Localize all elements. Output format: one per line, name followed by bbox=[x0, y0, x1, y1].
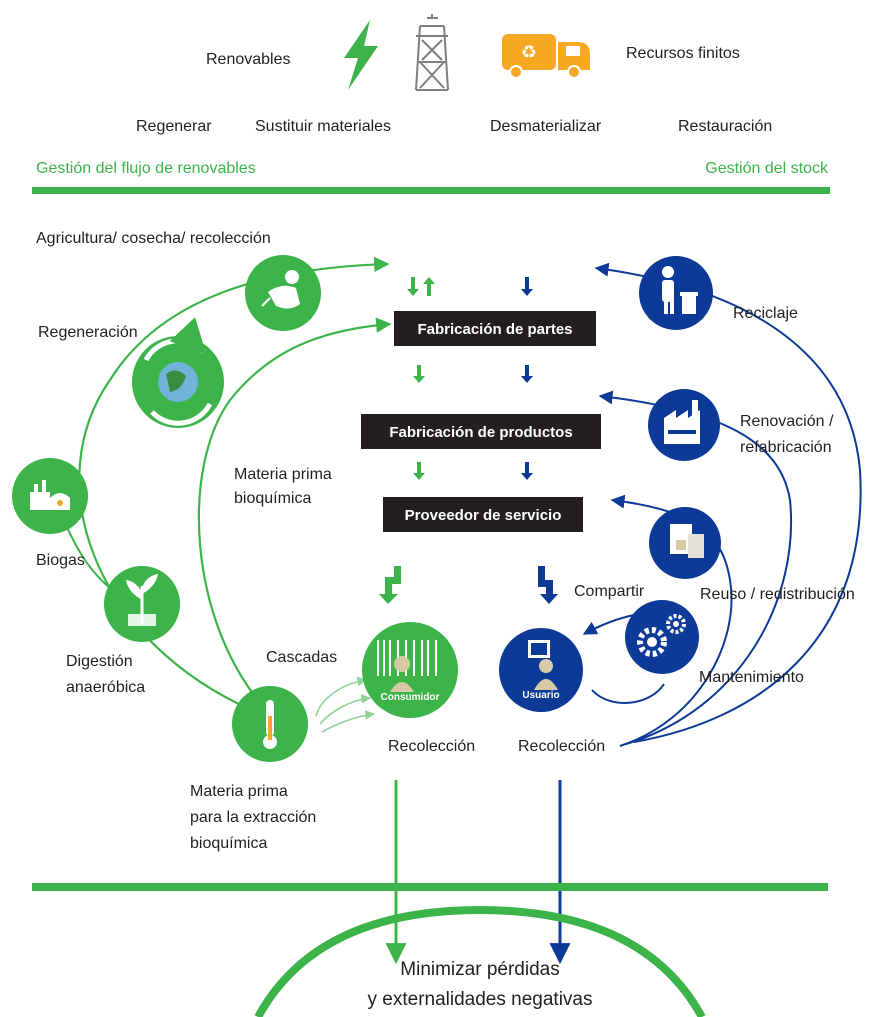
recycling-truck-icon: ♻ bbox=[502, 34, 590, 79]
biogas-plant-icon bbox=[12, 458, 88, 534]
gestion-renovables-label: Gestión del flujo de renovables bbox=[36, 160, 256, 177]
top-divider bbox=[32, 187, 830, 194]
blue-mantenimiento-loop bbox=[591, 683, 665, 704]
materia-extraccion-label-1: Materia prima bbox=[190, 783, 288, 800]
factory-icon bbox=[648, 389, 720, 461]
fabricacion-partes-label: Fabricación de partes bbox=[417, 321, 572, 338]
consumer-barcode-icon: Consumidor bbox=[362, 622, 458, 718]
fabricacion-partes-box: Fabricación de partes bbox=[394, 311, 596, 346]
restauracion-label: Restauración bbox=[678, 118, 772, 135]
reciclaje-label: Reciclaje bbox=[733, 305, 798, 322]
compartir-label: Compartir bbox=[574, 583, 645, 600]
user-computer-icon: Usuario bbox=[499, 628, 583, 712]
usuario-label: Usuario bbox=[522, 690, 559, 701]
renovables-label: Renovables bbox=[206, 51, 291, 68]
renovacion-label-1: Renovación / bbox=[740, 413, 834, 430]
proveedor-servicio-label: Proveedor de servicio bbox=[405, 507, 562, 524]
person-recycling-icon bbox=[639, 256, 713, 330]
materia-prima-bioq-label-2: bioquímica bbox=[234, 490, 311, 507]
green-inner-arc bbox=[197, 317, 392, 706]
mantenimiento-label: Mantenimiento bbox=[699, 669, 804, 686]
blue-outer-arc bbox=[594, 262, 862, 743]
recoleccion-blue-label: Recolección bbox=[518, 738, 605, 755]
biogas-label: Biogas bbox=[36, 552, 85, 569]
fabricacion-productos-box: Fabricación de productos bbox=[361, 414, 601, 449]
materia-extraccion-label-2: para la extracción bbox=[190, 809, 316, 826]
desmaterializar-label: Desmaterializar bbox=[490, 118, 602, 135]
plant-sprout-icon bbox=[104, 566, 180, 642]
digestion-label-2: anaeróbica bbox=[66, 679, 145, 696]
gears-icon bbox=[625, 600, 699, 674]
fabricacion-productos-label: Fabricación de productos bbox=[389, 424, 572, 441]
bottom-divider bbox=[32, 883, 828, 891]
materia-prima-bioq-label-1: Materia prima bbox=[234, 466, 332, 483]
minimizar-label-1: Minimizar pérdidas bbox=[400, 959, 559, 980]
digestion-label-1: Digestión bbox=[66, 653, 133, 670]
cascadas-label: Cascadas bbox=[266, 649, 337, 666]
gestion-stock-label: Gestión del stock bbox=[705, 160, 829, 177]
svg-text:♻: ♻ bbox=[521, 42, 537, 62]
farmer-harvest-icon bbox=[245, 255, 321, 331]
sustituir-materiales-label: Sustituir materiales bbox=[255, 118, 391, 135]
recoleccion-green-label: Recolección bbox=[388, 738, 475, 755]
proveedor-servicio-box: Proveedor de servicio bbox=[383, 497, 583, 532]
materia-extraccion-label-3: bioquímica bbox=[190, 835, 267, 852]
bottom-half-circle bbox=[254, 905, 706, 1017]
power-tower-icon bbox=[415, 14, 449, 91]
cascade-arrows bbox=[315, 676, 375, 733]
blue-down-arrows bbox=[521, 277, 558, 604]
regeneracion-label: Regeneración bbox=[38, 324, 138, 341]
thermometer-icon bbox=[232, 686, 308, 762]
green-down-arrows bbox=[379, 277, 435, 604]
globe-regeneration-icon bbox=[132, 317, 224, 428]
lightning-bolt-icon bbox=[344, 20, 378, 90]
recursos-finitos-label: Recursos finitos bbox=[626, 45, 740, 62]
boxes-icon bbox=[649, 507, 721, 579]
reuso-label: Reuso / redistribución bbox=[700, 586, 855, 603]
minimizar-label-2: y externalidades negativas bbox=[368, 989, 593, 1010]
regenerar-label: Regenerar bbox=[136, 118, 212, 135]
renovacion-label-2: refabricación bbox=[740, 439, 832, 456]
consumidor-label: Consumidor bbox=[381, 692, 440, 703]
agricultura-label: Agricultura/ cosecha/ recolección bbox=[36, 230, 271, 247]
